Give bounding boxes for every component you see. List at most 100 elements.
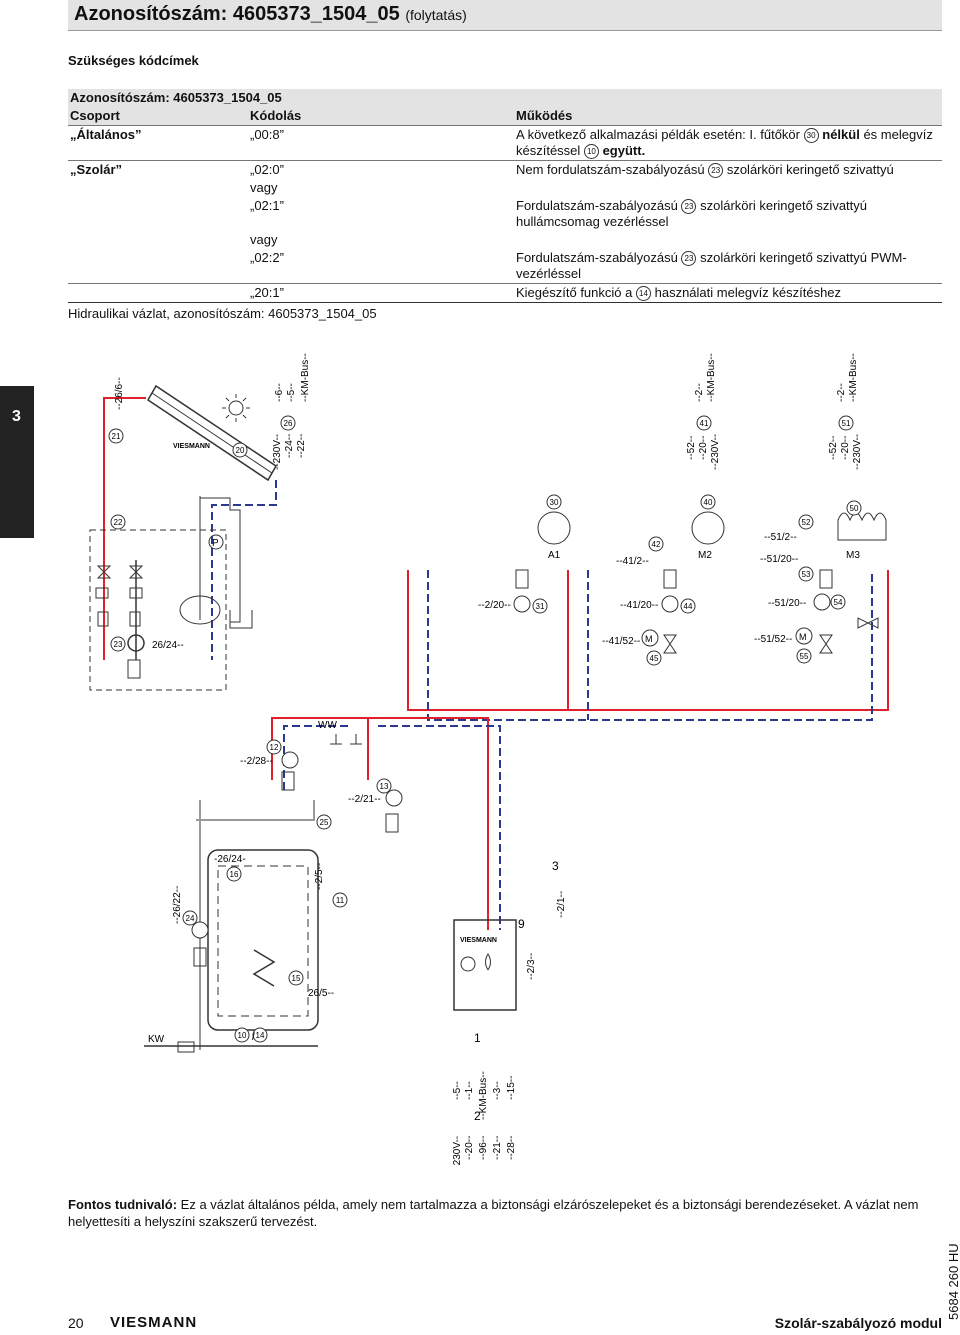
plain-number-3: 3 <box>552 859 559 873</box>
pump-group-box <box>89 529 227 691</box>
component-number-31: 31 <box>536 602 545 611</box>
component-number-10: 10 <box>238 1031 247 1040</box>
diagram-label-b2b: --2-- <box>836 383 847 402</box>
title-bar: Azonosítószám: 4605373_1504_05 (folytatá… <box>68 0 942 31</box>
component-circle-22 <box>110 514 126 530</box>
component-number-26: 26 <box>284 419 293 428</box>
svg-text:M: M <box>799 632 807 642</box>
diagram-label-l51_20: --51/20-- <box>760 554 798 565</box>
diagram-label-c3: --3-- <box>492 1081 503 1100</box>
diagram-label-l51_2: --51/2-- <box>764 532 797 543</box>
component-number-45: 45 <box>650 654 659 663</box>
diagram-label-l26_5: 26/5-- <box>308 988 334 999</box>
component-number-55: 55 <box>800 652 809 661</box>
component-number-44: 44 <box>684 602 693 611</box>
document-number: 5684 260 HU <box>946 1243 960 1320</box>
diagram-label-slash: / <box>252 1032 255 1043</box>
mixer-valves <box>515 569 879 654</box>
diagram-label-l2_3: --2/3-- <box>526 953 537 980</box>
diagram-label-bkm: --KM-Bus-- <box>300 353 311 402</box>
component-number-24: 24 <box>186 914 195 923</box>
diagram-label-l41_2: --41/2-- <box>616 556 649 567</box>
important-note: Fontos tudnivaló: Ez a vázlat általános … <box>68 1197 919 1229</box>
component-circle-10 <box>234 1027 250 1043</box>
component-circle-53 <box>798 566 814 582</box>
diagram-label-b22: --22-- <box>296 434 307 458</box>
dhw-pipes <box>196 717 501 1050</box>
solar-valves <box>95 565 144 679</box>
component-numbers: 1011121314151620212223242526303140414244… <box>108 415 862 1123</box>
diagram-label-c15: --15-- <box>506 1076 517 1100</box>
diagram-label-c5: --5-- <box>452 1081 463 1100</box>
component-number-52: 52 <box>802 518 811 527</box>
table-row: „02:1” Fordulatszám-szabályozású 23 szol… <box>250 198 868 230</box>
diagram-label-b20b: --20-- <box>840 436 851 460</box>
component-circle-45 <box>646 650 662 666</box>
diagram-label-l26_24b: -26/24- <box>214 854 246 865</box>
diagram-label-l2_28: --2/28-- <box>240 756 273 767</box>
diagram-label-b52b: --52-- <box>828 436 839 460</box>
diagram-label-b52a: --52-- <box>686 436 697 460</box>
room-units <box>537 511 887 545</box>
diagram-label-A1: A1 <box>548 550 561 561</box>
component-circle-13 <box>376 778 392 794</box>
expansion-vessel <box>179 595 221 625</box>
component-number-20: 20 <box>236 446 245 455</box>
component-circle-20 <box>232 442 248 458</box>
storage-tank <box>207 849 319 1031</box>
component-number-21: 21 <box>112 432 121 441</box>
diagram-label-l2_5: --2/5-- <box>314 863 325 890</box>
diagram-label-l26_24: 26/24-- <box>152 640 184 651</box>
diagram-label-c28: --28-- <box>506 1136 517 1160</box>
component-circle-44 <box>680 598 696 614</box>
svg-text:P: P <box>212 538 219 549</box>
diagram-label-b230a: --230V-- <box>710 434 721 470</box>
diagram-label-b230b: --230V-- <box>852 434 863 470</box>
page-title: Azonosítószám: 4605373_1504_05 (folytatá… <box>74 3 467 25</box>
diagram-label-l51_20b: --51/20-- <box>768 598 806 609</box>
plain-number-9: 9 <box>518 917 525 931</box>
component-number-54: 54 <box>834 598 843 607</box>
diagram-label-KW: KW <box>148 1034 165 1045</box>
diagram-label-b230: --230V-- <box>272 434 283 470</box>
component-circle-14 <box>252 1027 268 1043</box>
plain-number-2: 2 <box>474 1109 481 1123</box>
footer-title: Szolár-szabályozó modul <box>774 1315 942 1331</box>
table-row: „Általános” „00:8” A következő alkalmazá… <box>70 127 933 160</box>
component-circle-52 <box>798 514 814 530</box>
diagram-label-M3: M3 <box>846 550 860 561</box>
diagram-label-l26_22: --26/22-- <box>172 886 183 924</box>
component-number-23: 23 <box>114 640 123 649</box>
diagram-label-l26_6: --26/6-- <box>114 377 125 410</box>
diagram-label-l2_21: --2/21-- <box>348 794 381 805</box>
diagram-label-b24: --24-- <box>284 434 295 458</box>
diagram-label-c20: --20-- <box>464 1136 475 1160</box>
col-header: Működés <box>514 107 942 126</box>
diagram-label-l41_52: --41/52-- <box>602 636 640 647</box>
section-heading-hydraulic: Hidraulikai vázlat, azonosítószám: 46053… <box>68 306 377 321</box>
side-tab: 3 <box>0 386 34 538</box>
component-number-14: 14 <box>256 1031 265 1040</box>
component-circle-12 <box>266 739 282 755</box>
component-circle-26 <box>280 415 296 431</box>
component-circle-31 <box>532 598 548 614</box>
diagram-label-bkm3: --KM-Bus-- <box>848 353 859 402</box>
component-number-30: 30 <box>550 498 559 507</box>
sun-icon <box>222 394 250 422</box>
diagram-labels: --26/6----6----5----KM-Bus----230V----24… <box>114 353 863 1165</box>
diagram-label-WW: WW <box>318 720 337 731</box>
diagram-label-l51_52: --51/52-- <box>754 634 792 645</box>
relief-pipe <box>200 497 241 623</box>
component-circle-23 <box>110 636 126 652</box>
svg-text:M: M <box>645 634 653 644</box>
component-circle-25 <box>316 814 332 830</box>
code-table: Azonosítószám: 4605373_1504_05 Csoport K… <box>68 89 942 304</box>
collector-brand: VIESMANN <box>173 443 210 450</box>
diagram-label-c230: --230V-- <box>452 1136 463 1165</box>
hydraulic-diagram: VIESMANN P <box>89 353 889 1165</box>
diagram-label-l2_1: --2/1-- <box>556 891 567 918</box>
solar-collector: VIESMANN <box>147 384 277 482</box>
page-number: 20 <box>68 1315 84 1331</box>
component-circle-11 <box>332 892 348 908</box>
table-row: vagy <box>250 180 278 196</box>
